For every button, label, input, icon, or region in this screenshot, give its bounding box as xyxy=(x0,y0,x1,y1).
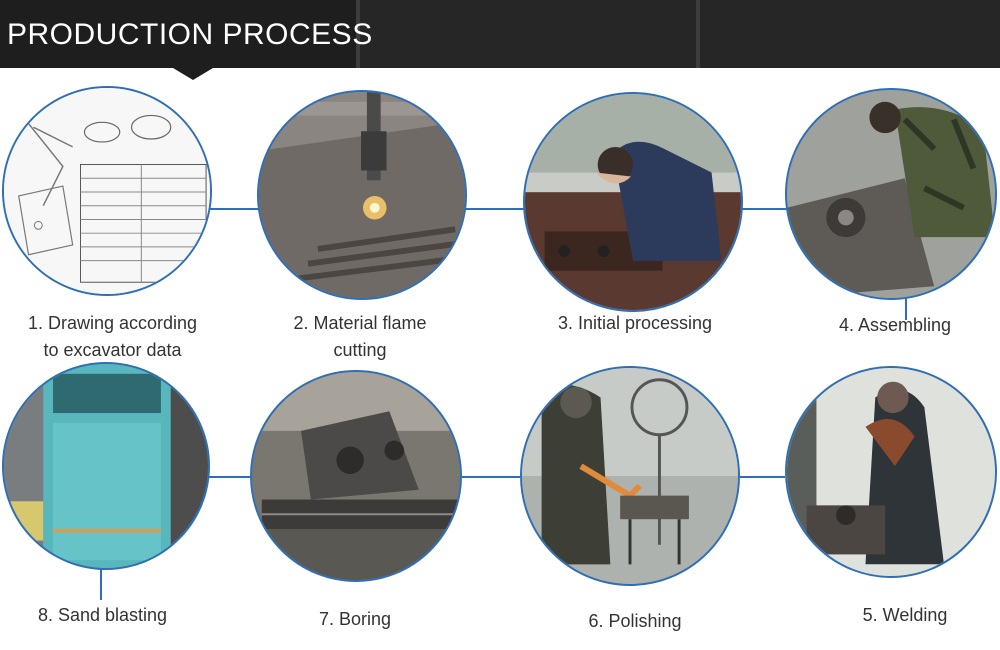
step-2-label-line-2: cutting xyxy=(333,340,387,360)
header-tab-3 xyxy=(700,0,1000,68)
step-4-label: 4. Assembling xyxy=(800,312,990,339)
connector-line xyxy=(208,476,253,478)
step-7-photo-boring xyxy=(250,370,462,582)
step-1-label: 1. Drawing according to excavator data xyxy=(0,310,225,364)
step-1-label-line-2: to excavator data xyxy=(43,340,182,360)
connector-line xyxy=(465,208,525,210)
connector-line xyxy=(100,568,102,600)
step-2-label-line-1: 2. Material flame xyxy=(293,313,427,333)
header-tab-2 xyxy=(360,0,696,68)
connector-line xyxy=(210,208,260,210)
step-3-label-line-1: 3. Initial processing xyxy=(557,313,713,333)
page-title: PRODUCTION PROCESS xyxy=(7,18,373,51)
step-7-label: 7. Boring xyxy=(270,606,440,633)
step-3-label: 3. Initial processing xyxy=(525,310,745,337)
header-divider xyxy=(696,0,700,68)
step-1-label-line-1: 1. Drawing according xyxy=(27,313,198,333)
step-5-label: 5. Welding xyxy=(820,602,990,629)
step-8-label: 8. Sand blasting xyxy=(0,602,205,629)
connector-line xyxy=(740,476,785,478)
header-divider xyxy=(356,0,360,68)
connector-line xyxy=(742,208,787,210)
step-7-label-line-1: 7. Boring xyxy=(318,609,392,629)
step-6-label-line-1: 6. Polishing xyxy=(588,611,682,631)
step-1-photo-drawing xyxy=(2,86,212,296)
step-3-photo-initial-processing xyxy=(523,92,743,312)
header-bar: PRODUCTION PROCESS xyxy=(0,0,1000,68)
header-pointer xyxy=(173,68,213,80)
step-8-label-line-1: 8. Sand blasting xyxy=(37,605,168,625)
step-5-photo-welding xyxy=(785,366,997,578)
step-5-label-line-1: 5. Welding xyxy=(862,605,948,625)
step-6-label: 6. Polishing xyxy=(550,608,720,635)
step-4-photo-assembling xyxy=(785,88,997,300)
step-8-photo-sand-blasting xyxy=(2,362,210,570)
step-2-photo-flame-cutting xyxy=(257,90,467,300)
step-6-photo-polishing xyxy=(520,366,740,586)
connector-line xyxy=(905,298,907,320)
header-tab-title xyxy=(0,0,356,68)
step-4-label-line-1: 4. Assembling xyxy=(838,315,952,335)
connector-line xyxy=(460,476,520,478)
step-2-label: 2. Material flame cutting xyxy=(250,310,470,364)
